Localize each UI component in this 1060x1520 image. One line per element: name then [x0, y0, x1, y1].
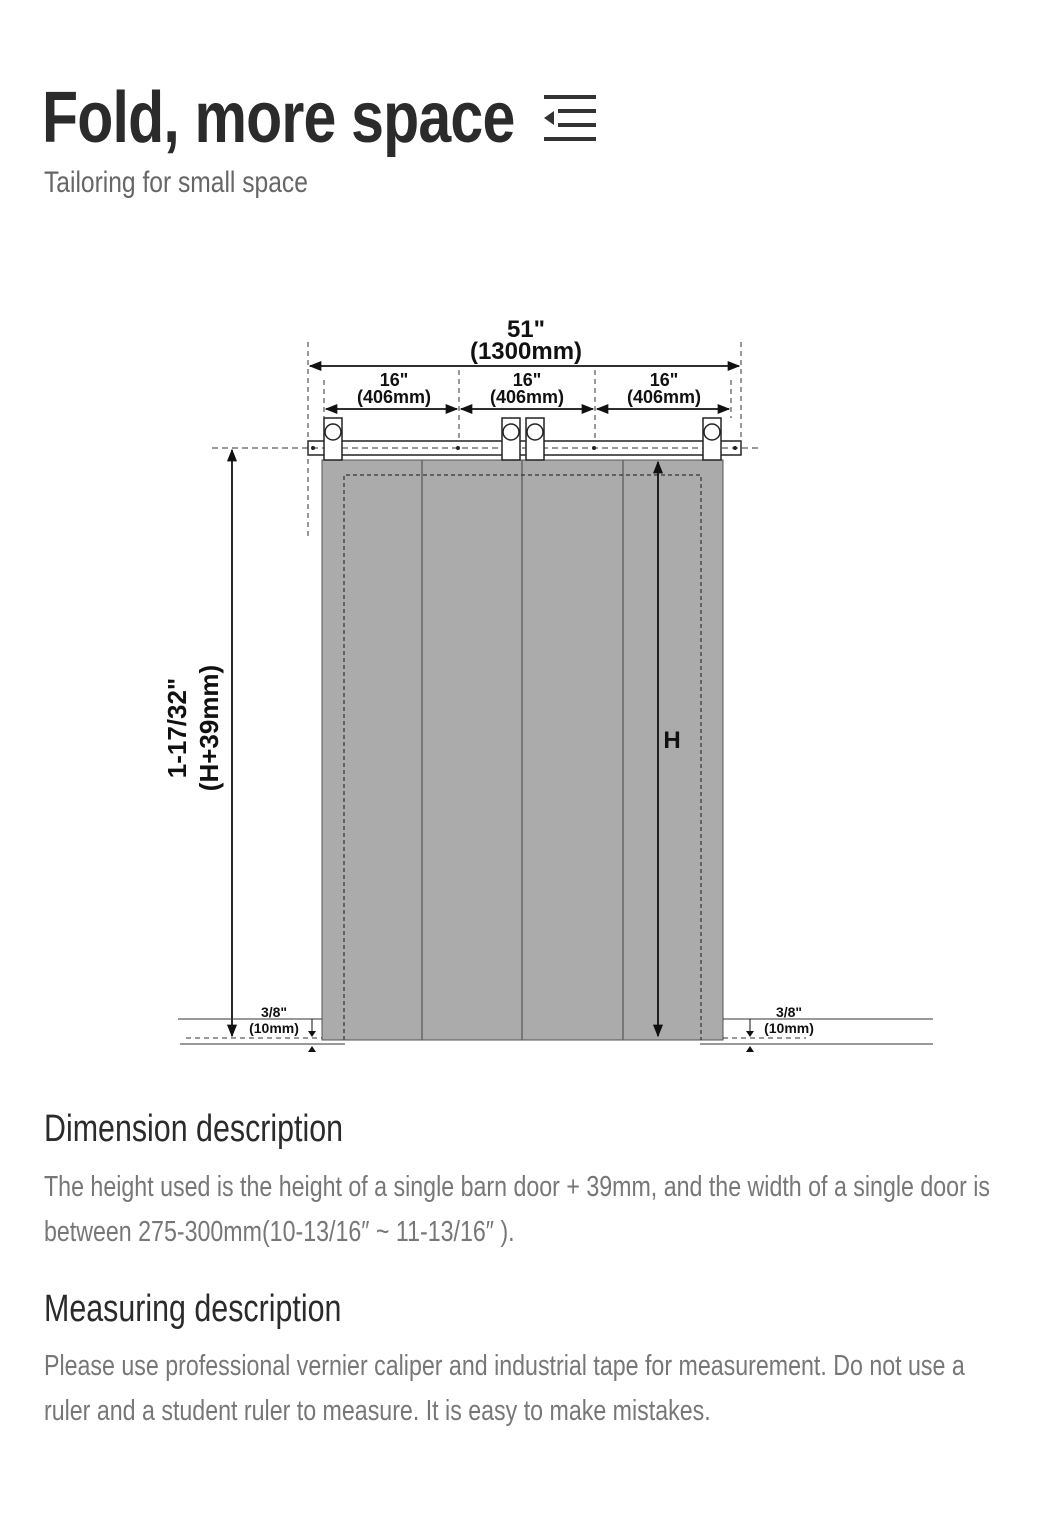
segment-1-in: 16": [380, 370, 409, 390]
door-height-label: H: [663, 727, 680, 754]
total-height-mm: (H+39mm): [194, 665, 224, 791]
dimension-description-heading: Dimension description: [44, 1108, 344, 1150]
total-width-in: 51": [507, 316, 545, 343]
collapse-menu-icon[interactable]: [542, 92, 598, 148]
gap-left-mm: (10mm): [249, 1020, 299, 1036]
track-rail: [212, 440, 758, 456]
segment-3-mm: (406mm): [627, 387, 701, 407]
segment-2-mm: (406mm): [490, 387, 564, 407]
gap-right-in: 3/8": [776, 1004, 802, 1020]
segment-1-mm: (406mm): [357, 387, 431, 407]
total-height-in: 1-17/32": [162, 678, 192, 779]
dimension-description-text: The height used is the height of a singl…: [44, 1171, 990, 1248]
total-width-mm: (1300mm): [470, 338, 582, 365]
page-subtitle: Tailoring for small space: [44, 166, 308, 199]
page-title: Fold, more space: [42, 77, 515, 158]
segment-3-in: 16": [650, 370, 679, 390]
segment-2-in: 16": [513, 370, 542, 390]
title-row: Fold, more space: [42, 70, 618, 165]
door-rollers: [323, 417, 722, 461]
gap-right-mm: (10mm): [764, 1020, 814, 1036]
gap-left-in: 3/8": [261, 1004, 287, 1020]
measuring-description-text: Please use professional vernier caliper …: [44, 1350, 965, 1427]
barn-door-dimension-diagram: 51" (1300mm) 16" (406mm) 16" (406mm) 16"…: [162, 316, 933, 1052]
measuring-description-heading: Measuring description: [44, 1288, 342, 1330]
